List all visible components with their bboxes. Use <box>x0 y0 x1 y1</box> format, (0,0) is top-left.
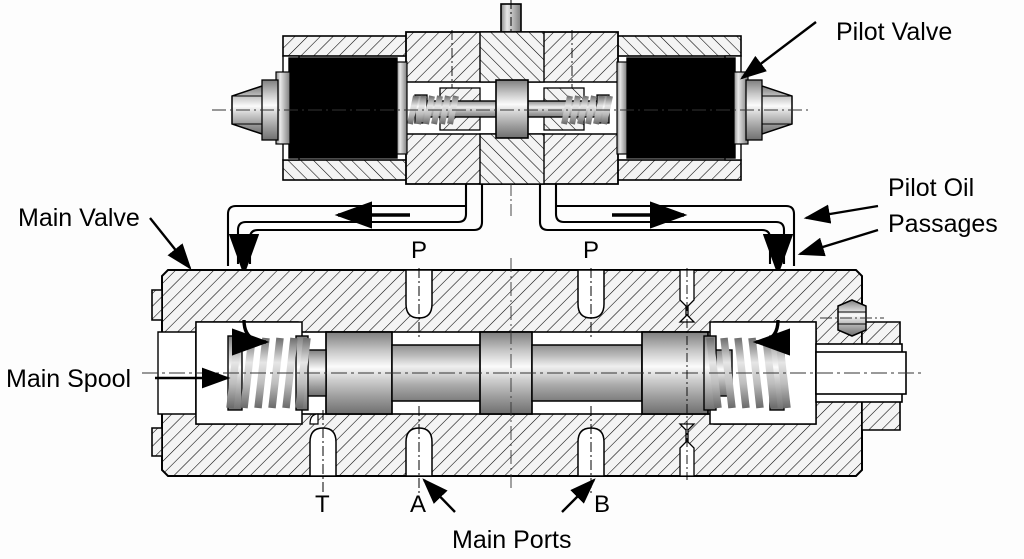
pilot-valve-assembly <box>212 0 812 218</box>
label-port-b: B <box>594 491 610 518</box>
callout-leaders <box>149 21 879 513</box>
label-pilot-valve: Pilot Valve <box>836 18 952 46</box>
label-pilot-oil-line1: Pilot Oil <box>888 174 974 202</box>
label-port-t: T <box>315 491 330 518</box>
pilot-solenoid-left <box>275 57 408 159</box>
main-valve-assembly <box>142 258 924 494</box>
internal-drill-top <box>678 269 696 323</box>
pilot-oil-passage-outer-wall <box>226 214 796 266</box>
t-drill-upper <box>309 413 319 425</box>
hex-plug-right <box>820 299 884 337</box>
label-main-ports: Main Ports <box>452 526 571 554</box>
pilot-spool <box>414 79 610 139</box>
flow-arrow-into-right-chamber <box>752 319 791 356</box>
body-notch-left-upper <box>151 289 163 321</box>
leader-pilot-oil-1 <box>803 204 879 224</box>
label-port-p-right: P <box>583 237 599 264</box>
pilot-solenoid-right <box>616 57 749 159</box>
body-notch-left-lower <box>151 427 163 457</box>
label-main-spool: Main Spool <box>6 365 131 393</box>
leader-pilot-valve <box>740 21 817 80</box>
leader-main-ports-b <box>561 478 596 513</box>
label-pilot-oil-line2: Passages <box>888 210 998 238</box>
label-port-p-left: P <box>411 237 427 264</box>
leader-main-valve <box>149 217 192 270</box>
leader-pilot-oil-2 <box>797 228 879 257</box>
flow-arrow-into-left-chamber <box>231 319 270 356</box>
label-main-valve: Main Valve <box>18 204 140 232</box>
label-port-a: A <box>410 491 426 518</box>
leader-main-ports-a <box>422 478 456 513</box>
